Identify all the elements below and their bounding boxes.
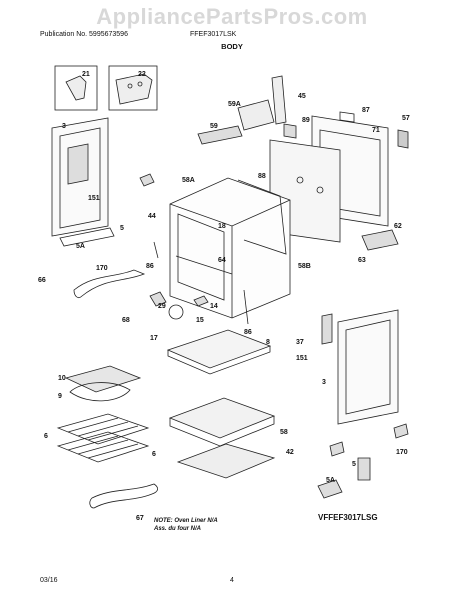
broil-pan — [64, 365, 142, 402]
callout-label: 71 — [372, 127, 380, 134]
callout-label: 58B — [298, 263, 311, 270]
publication-number: Publication No. 5995673596 — [40, 31, 128, 38]
callout-label: 17 — [150, 335, 158, 342]
door-frame-right — [321, 309, 399, 425]
oven-body — [169, 177, 291, 319]
callout-label: 58 — [280, 429, 288, 436]
callout-label: 57 — [402, 115, 410, 122]
callout-label: 42 — [286, 449, 294, 456]
bake-element-bottom — [89, 483, 158, 509]
hinge-parts — [317, 423, 409, 499]
drawer — [176, 443, 276, 479]
callout-label: 9 — [58, 393, 62, 400]
callout-label: 170 — [396, 449, 408, 456]
oven-racks — [56, 413, 150, 463]
note-line-2: Ass. du four N/A — [153, 526, 201, 532]
misc-small-parts — [139, 173, 249, 325]
callout-label: 88 — [258, 173, 266, 180]
callout-label: 44 — [148, 213, 156, 220]
callout-label: 6 — [152, 451, 156, 458]
callout-label: 14 — [210, 303, 218, 310]
callout-label: 3 — [322, 379, 326, 386]
callout-label: 62 — [394, 223, 402, 230]
callout-label: 45 — [298, 93, 306, 100]
callout-label: 29 — [158, 303, 166, 310]
diagram-code: VFFEF3017LSG — [318, 513, 378, 522]
note-line-1: NOTE: Oven Liner N/A — [154, 518, 218, 524]
part-21-box — [54, 65, 98, 111]
callout-label: 37 — [296, 339, 304, 346]
callout-label: 21 — [82, 71, 90, 78]
section-title: BODY — [221, 42, 243, 51]
callout-label: 5 — [352, 461, 356, 468]
callout-label: 87 — [362, 107, 370, 114]
footer-page-number: 4 — [230, 577, 234, 584]
callout-label: 67 — [136, 515, 144, 522]
callout-label: 15 — [196, 317, 204, 324]
door-frame-left — [51, 117, 115, 247]
bake-element-top — [73, 269, 146, 298]
callout-label: 5A — [76, 243, 85, 250]
footer-date: 03/16 — [40, 577, 58, 584]
callout-label: 3 — [62, 123, 66, 130]
oven-liner-note: NOTE: Oven Liner N/A Ass. du four N/A — [153, 518, 218, 532]
watermark: AppliancePartsPros.com — [96, 4, 368, 29]
callout-label: 64 — [218, 257, 226, 264]
terminal-block — [361, 229, 399, 251]
model-number: FFEF3017LSK — [190, 31, 237, 38]
callout-label: 68 — [122, 317, 130, 324]
vent-parts — [197, 75, 287, 145]
callout-label: 5 — [120, 225, 124, 232]
callout-label: 6 — [44, 433, 48, 440]
callout-label: 59 — [210, 123, 218, 130]
callout-label: 66 — [38, 277, 46, 284]
callout-label: 86 — [146, 263, 154, 270]
callout-label: 22 — [138, 71, 146, 78]
callout-label: 151 — [88, 195, 100, 202]
callout-label: 89 — [302, 117, 310, 124]
callout-numbers: 21 22 45 59A 87 89 3 59 71 57 151 58A 88… — [38, 71, 410, 522]
callout-label: 151 — [296, 355, 308, 362]
part-22-box — [108, 65, 158, 111]
callout-label: 8 — [266, 339, 270, 346]
callout-label: 10 — [58, 375, 66, 382]
callout-label: 18 — [218, 223, 226, 230]
callout-label: 86 — [244, 329, 252, 336]
callout-label: 63 — [358, 257, 366, 264]
bottom-panel — [168, 397, 276, 447]
callout-label: 170 — [96, 265, 108, 272]
top-panel — [166, 329, 272, 375]
callout-label: 59A — [228, 101, 241, 108]
callout-label: 5A — [326, 477, 335, 484]
callout-label: 58A — [182, 177, 195, 184]
